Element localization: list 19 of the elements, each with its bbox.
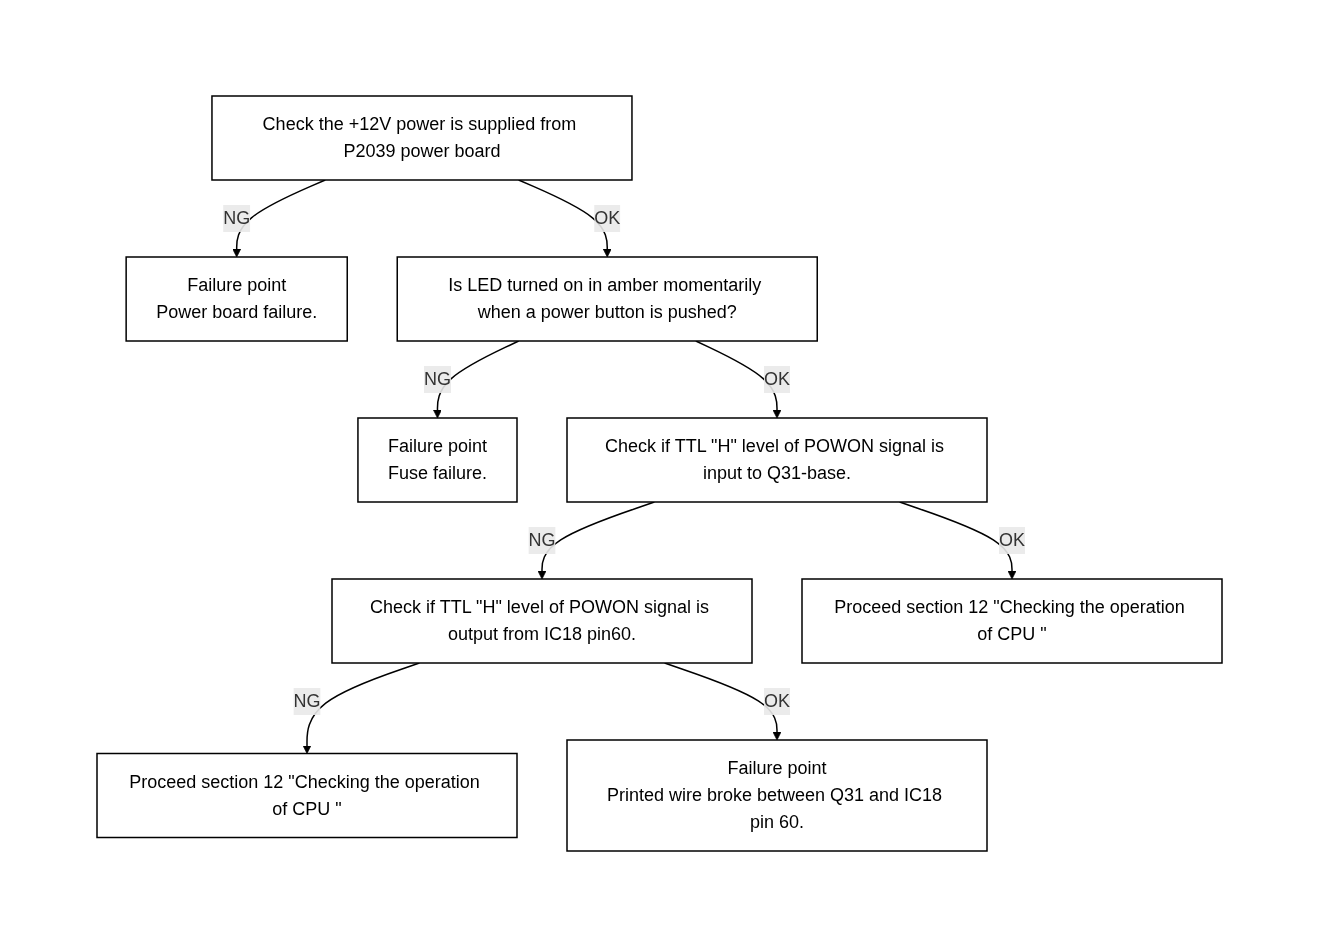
edge-label: OK bbox=[763, 369, 790, 389]
edge-label: NG bbox=[293, 691, 320, 711]
node-box: Check if TTL "H" level of POWON signal is output from IC18 pin60. bbox=[330, 578, 753, 664]
edge-label: NG bbox=[528, 530, 555, 550]
arrow bbox=[231, 179, 326, 258]
edge-label: OK bbox=[763, 691, 790, 711]
node-box: Proceed section 12 "Checking the operation of CPU " bbox=[95, 752, 518, 839]
edge-label: OK bbox=[593, 208, 620, 228]
node-box: Failure point Fuse failure. bbox=[356, 417, 518, 503]
node-box: Check if TTL "H" level of POWON signal is input to Q31-base. bbox=[565, 417, 988, 503]
edge-label: NG bbox=[222, 208, 250, 228]
node-box: Failure point Printed wire broke between Q31 and IC18 pin 60. bbox=[565, 739, 988, 852]
edge-label: OK bbox=[998, 530, 1025, 550]
edge-label: NG bbox=[423, 369, 451, 389]
node-box: Is LED turned on in amber momentarily when a power button is pushed? bbox=[396, 256, 818, 342]
node-box: Proceed section 12 "Checking the operation of CPU " bbox=[800, 578, 1223, 664]
arrow bbox=[432, 340, 519, 419]
node-box: Failure point Power board failure. bbox=[124, 256, 348, 342]
node-box: Check the +12V power is supplied from P2039 power board bbox=[210, 95, 633, 181]
